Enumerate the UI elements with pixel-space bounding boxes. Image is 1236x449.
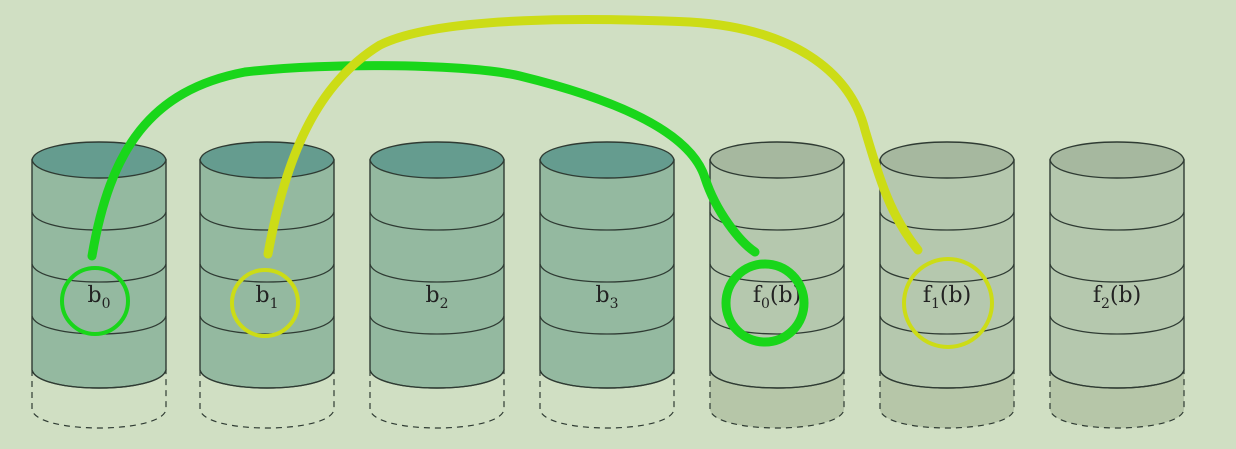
highlight-circle-f1: [902, 257, 994, 349]
disk-block-separator: [539, 315, 675, 335]
disk-block-separator: [1049, 315, 1185, 335]
disk-body: [709, 159, 845, 389]
disk-block-separator: [709, 263, 845, 283]
disk-f2(b): f2(b): [1049, 141, 1185, 429]
disk-block-separator: [709, 211, 845, 231]
disk-block-separator: [31, 369, 167, 389]
disk-label: b0: [87, 283, 110, 312]
disk-top-cap: [879, 141, 1015, 179]
disk-top-cap: [709, 141, 845, 179]
highlight-circle-b0: [60, 266, 130, 336]
disk-block-separator: [199, 211, 335, 231]
disk-block-separator: [709, 315, 845, 335]
disk-b2: b2: [369, 141, 505, 429]
disk-block-separator: [369, 369, 505, 389]
disk-block-separator: [539, 263, 675, 283]
disk-body: [369, 159, 505, 389]
disk-top-cap: [1049, 141, 1185, 179]
disk-block-separator: [1049, 211, 1185, 231]
disk-body: [539, 159, 675, 389]
disk-body: [879, 159, 1015, 389]
disk-top-cap: [199, 141, 335, 179]
disk-block-separator: [539, 211, 675, 231]
disk-block-separator: [199, 263, 335, 283]
disk-empty-segment: [31, 369, 167, 429]
disk-label: b3: [595, 283, 618, 312]
link-annotations: [60, 15, 994, 349]
disk-f1(b): f1(b): [879, 141, 1015, 429]
disk-label: f2(b): [1093, 283, 1141, 312]
disk-block-separator: [199, 369, 335, 389]
disk-block-separator: [879, 211, 1015, 231]
disk-block-separator: [369, 263, 505, 283]
highlight-circle-b1: [230, 268, 300, 338]
link-b1-to-f1: [263, 15, 923, 259]
disk-label: b1: [255, 283, 278, 312]
disk-empty-segment: [199, 369, 335, 429]
disk-b0: b0: [31, 141, 167, 429]
disk-body: [31, 159, 167, 389]
disk-block-separator: [879, 369, 1015, 389]
disk-block-separator: [1049, 263, 1185, 283]
disk-b3: b3: [539, 141, 675, 429]
disk-label: f0(b): [753, 283, 801, 312]
disk-block-separator: [1049, 369, 1185, 389]
disk-empty-segment: [369, 369, 505, 429]
disk-body: [199, 159, 335, 389]
disk-block-separator: [709, 369, 845, 389]
disk-top-cap: [539, 141, 675, 179]
disk-block-separator: [539, 369, 675, 389]
disk-b1: b1: [199, 141, 335, 429]
disk-label: f1(b): [923, 283, 971, 312]
disk-block-separator: [31, 263, 167, 283]
disk-block-separator: [369, 315, 505, 335]
highlight-circle-f0: [721, 259, 809, 347]
disk-label: b2: [425, 283, 448, 312]
link-b0-to-f0: [87, 61, 760, 261]
disk-body: [1049, 159, 1185, 389]
disk-block-separator: [369, 211, 505, 231]
disk-block-separator: [879, 315, 1015, 335]
disk-top-cap: [31, 141, 167, 179]
disk-empty-segment: [539, 369, 675, 429]
disk-block-separator: [879, 263, 1015, 283]
disk-top-cap: [369, 141, 505, 179]
